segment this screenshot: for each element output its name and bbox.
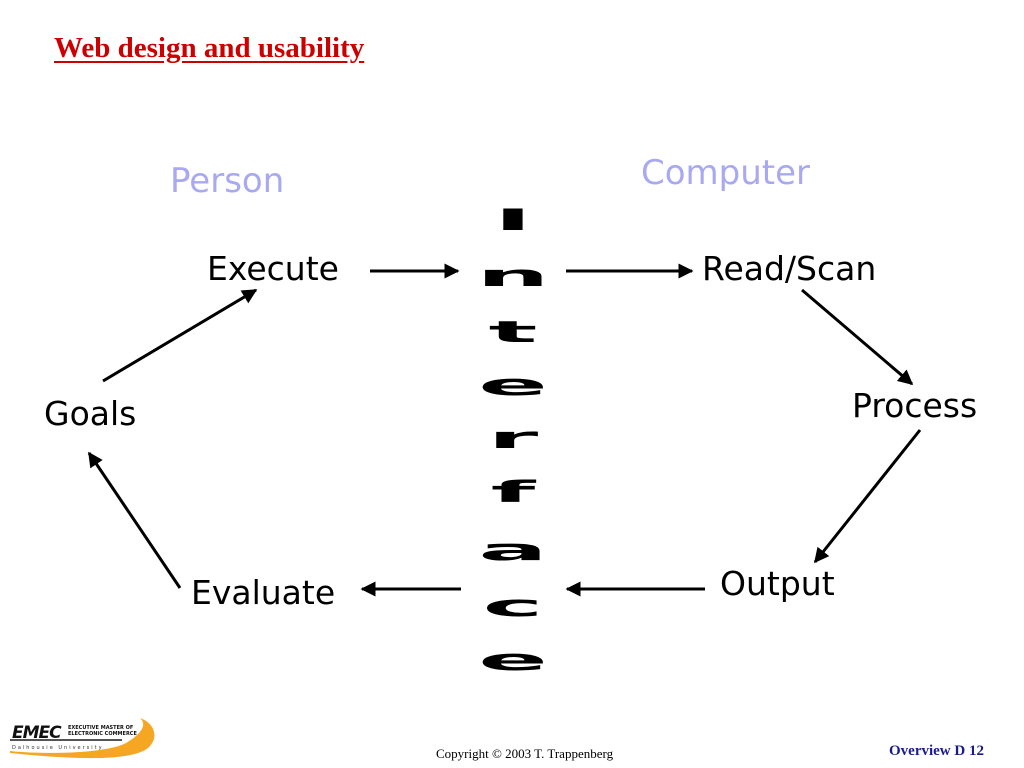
interface-vertical-label: I n t e r f a c e: [468, 193, 558, 675]
arrow-goals-to-execute: [102, 288, 258, 383]
node-read-scan: Read/Scan: [702, 249, 877, 288]
copyright-text: Copyright © 2003 T. Trappenberg: [436, 746, 614, 761]
interface-letter: e: [478, 642, 548, 678]
interface-letter: a: [478, 532, 548, 568]
interface-letter: n: [476, 258, 550, 294]
node-output: Output: [720, 564, 835, 603]
logo-line1: EXECUTIVE MASTER OF: [68, 725, 134, 731]
slide-number: Overview D 12: [889, 743, 984, 759]
interface-letter: c: [482, 588, 544, 624]
node-goals: Goals: [44, 394, 137, 433]
arrow-read-scan-to-process: [801, 288, 914, 386]
logo-university: Dalhousie University: [12, 745, 104, 751]
interface-letter: r: [487, 420, 539, 456]
node-execute: Execute: [207, 249, 339, 288]
node-process: Process: [852, 386, 978, 425]
interface-letter: I: [493, 202, 533, 238]
interface-letter: f: [490, 474, 536, 510]
logo-subtitle: EXECUTIVE MASTER OF ELECTRONIC COMMERCE: [68, 725, 143, 737]
emec-logo: EMEC EXECUTIVE MASTER OF ELECTRONIC COMM…: [8, 715, 156, 761]
node-evaluate: Evaluate: [191, 573, 336, 612]
logo-line2: ELECTRONIC COMMERCE: [68, 731, 137, 737]
person-label: Person: [170, 161, 285, 201]
interface-letter: e: [478, 367, 548, 403]
arrow-evaluate-to-goals: [87, 451, 182, 589]
arrow-process-to-output: [813, 429, 922, 564]
interface-letter: t: [488, 314, 538, 350]
logo-abbrev: EMEC: [12, 723, 62, 743]
slide-title: Web design and usability: [54, 32, 365, 64]
computer-label: Computer: [641, 153, 811, 193]
logo-swoosh-icon: [10, 718, 155, 759]
